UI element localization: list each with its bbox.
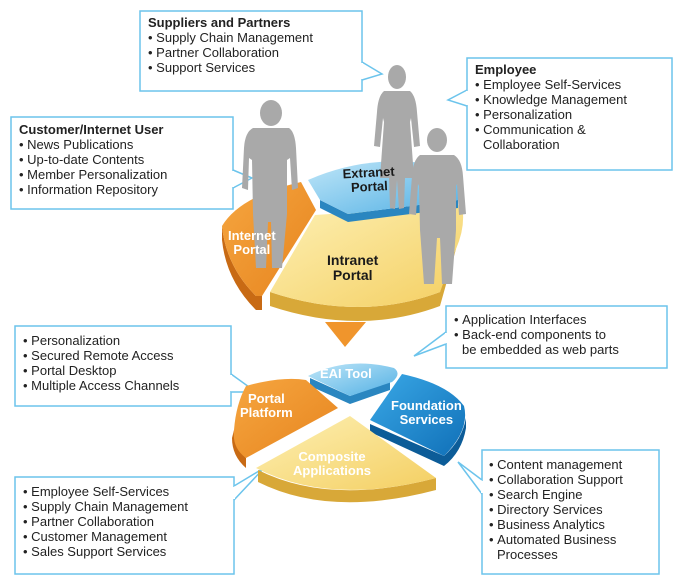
callout-title: Customer/Internet User bbox=[19, 122, 164, 137]
callout-suppliers: Suppliers and Partners Supply Chain Mana… bbox=[148, 15, 313, 75]
eai-tool-slice-side bbox=[310, 378, 390, 404]
person-silhouettes bbox=[242, 65, 466, 284]
list-item: Application Interfaces bbox=[454, 312, 619, 327]
list-item: Supply Chain Management bbox=[148, 30, 313, 45]
list-item: Secured Remote Access bbox=[23, 348, 179, 363]
employee-silhouette bbox=[409, 128, 466, 284]
list-item: Customer Management bbox=[23, 529, 188, 544]
list-item: Member Personalization bbox=[19, 167, 167, 182]
list-item: Personalization bbox=[475, 107, 627, 122]
list-item: Partner Collaboration bbox=[148, 45, 313, 60]
callout-customer: Customer/Internet User News Publications… bbox=[19, 122, 167, 197]
eai-tool-label: EAI Tool bbox=[320, 366, 372, 381]
list-item: Business Analytics bbox=[489, 517, 623, 532]
callout-title: Employee bbox=[475, 62, 537, 77]
portal-platform-slice bbox=[233, 378, 338, 458]
callout-title: Suppliers and Partners bbox=[148, 15, 291, 30]
callout-composite-applications: Employee Self-Services Supply Chain Mana… bbox=[23, 484, 188, 559]
list-item: Communication & bbox=[475, 122, 627, 137]
supplier-silhouette bbox=[374, 65, 420, 209]
list-item: Knowledge Management bbox=[475, 92, 627, 107]
customer-silhouette bbox=[242, 100, 298, 268]
callout-portal-platform: Personalization Secured Remote Access Po… bbox=[23, 333, 179, 393]
list-item: Collaboration Support bbox=[489, 472, 623, 487]
callout-foundation-services: Content management Collaboration Support… bbox=[489, 457, 623, 562]
eai-tool-slice bbox=[308, 363, 398, 396]
callout-employee: Employee Employee Self-Services Knowledg… bbox=[475, 62, 627, 152]
list-item: Back-end components to bbox=[454, 327, 619, 342]
list-item: Portal Desktop bbox=[23, 363, 179, 378]
internet-portal-slice bbox=[222, 182, 316, 296]
composite-applications-slice bbox=[256, 416, 436, 490]
foundation-services-slice bbox=[370, 374, 466, 456]
callout-eai-tool: Application Interfaces Back-end componen… bbox=[454, 312, 619, 357]
list-item: Multiple Access Channels bbox=[23, 378, 179, 393]
list-item: Supply Chain Management bbox=[23, 499, 188, 514]
list-item: Sales Support Services bbox=[23, 544, 188, 559]
intranet-portal-slice bbox=[270, 205, 464, 307]
list-item: News Publications bbox=[19, 137, 167, 152]
list-item: Content management bbox=[489, 457, 623, 472]
list-item: Support Services bbox=[148, 60, 313, 75]
list-item: Search Engine bbox=[489, 487, 623, 502]
list-item-continuation: be embedded as web parts bbox=[462, 342, 619, 357]
composite-applications-slice-side bbox=[258, 470, 436, 503]
list-item-continuation: Processes bbox=[497, 547, 558, 562]
list-item: Employee Self-Services bbox=[475, 77, 627, 92]
internet-portal-slice-side bbox=[222, 226, 256, 310]
down-arrow bbox=[325, 322, 366, 347]
list-item: Personalization bbox=[23, 333, 179, 348]
bottom-pie-chart bbox=[232, 363, 466, 503]
list-item: Employee Self-Services bbox=[23, 484, 188, 499]
list-item: Directory Services bbox=[489, 502, 623, 517]
list-item: Automated Business bbox=[489, 532, 623, 547]
list-item: Up-to-date Contents bbox=[19, 152, 167, 167]
portal-platform-slice-side bbox=[232, 430, 246, 468]
list-item-continuation: Collaboration bbox=[483, 137, 560, 152]
list-item: Partner Collaboration bbox=[23, 514, 188, 529]
list-item: Information Repository bbox=[19, 182, 167, 197]
